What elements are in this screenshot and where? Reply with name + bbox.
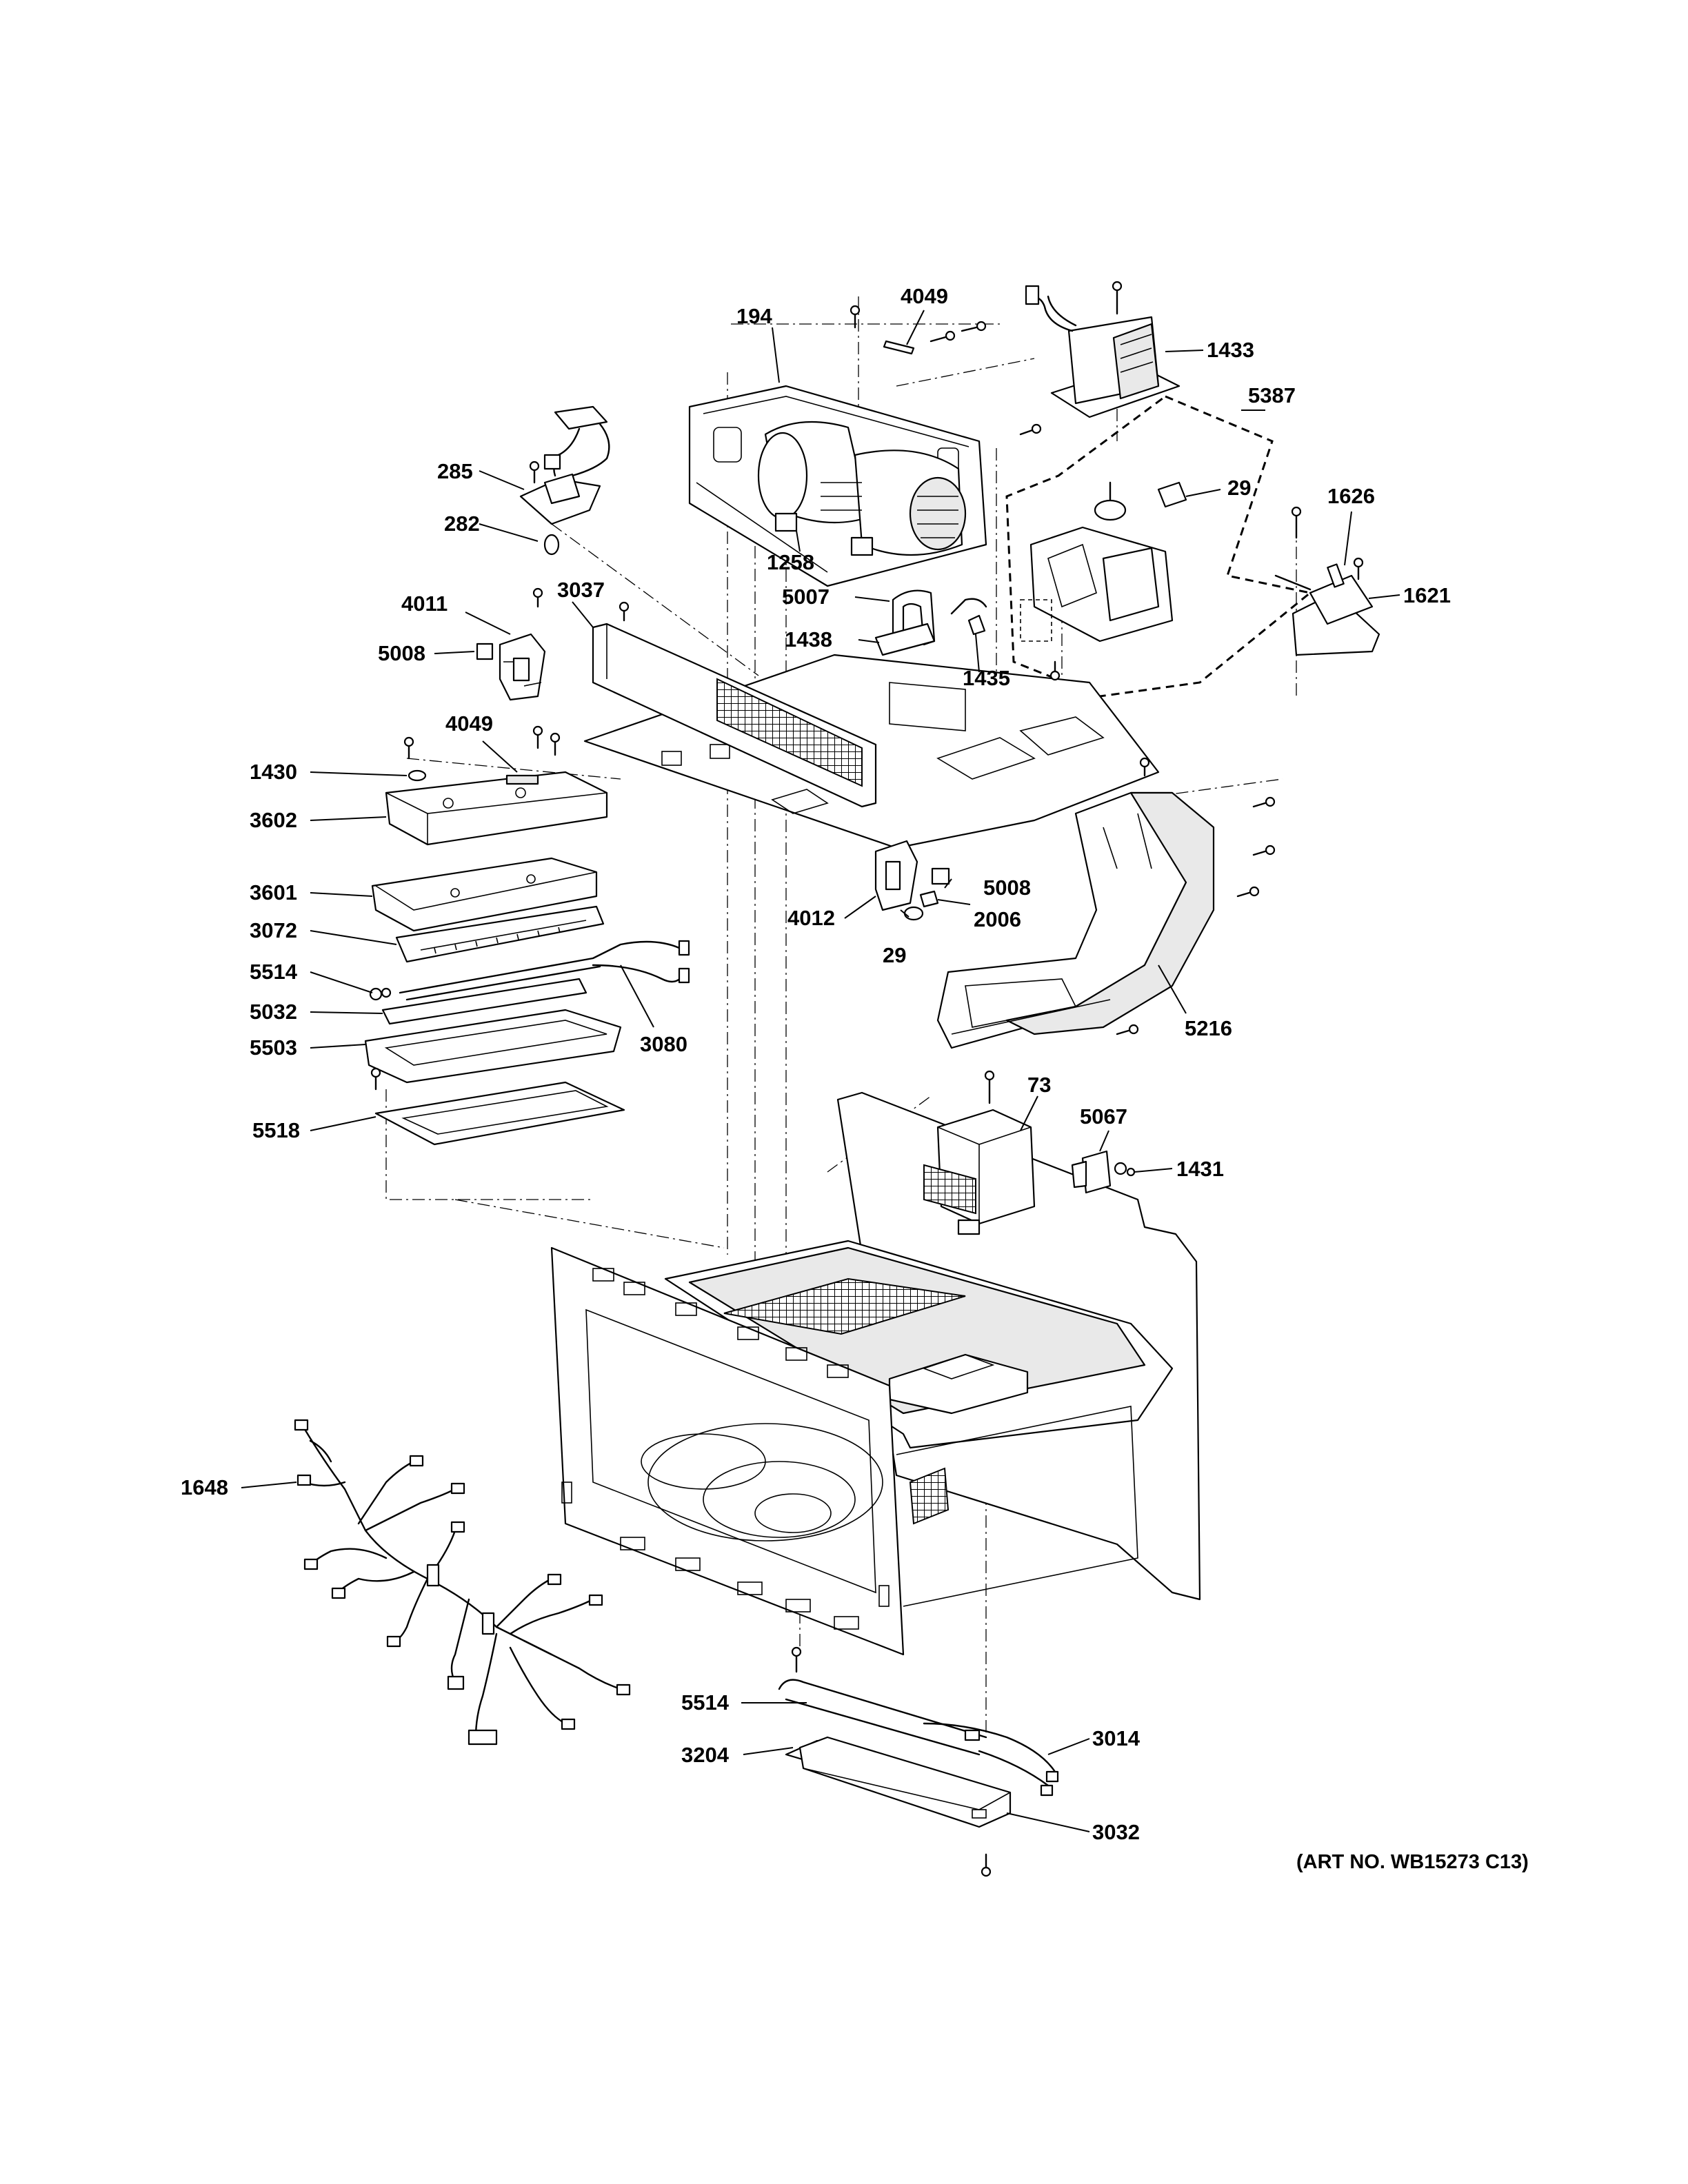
cover-3602 bbox=[385, 771, 608, 846]
dashed-assembly-box-5387 bbox=[1005, 395, 1313, 698]
label-29-mid: 29 bbox=[883, 943, 906, 967]
label-3601: 3601 bbox=[250, 880, 297, 904]
alignment-lines bbox=[385, 296, 1297, 1737]
label-5067: 5067 bbox=[1080, 1104, 1127, 1129]
label-3072: 3072 bbox=[250, 918, 297, 942]
label-5503: 5503 bbox=[250, 1035, 297, 1060]
vent-duct-5216 bbox=[936, 791, 1215, 1049]
light-socket-285 bbox=[519, 405, 610, 525]
shield-5518 bbox=[374, 1081, 625, 1146]
oven-cavity bbox=[550, 1091, 1201, 1656]
heater-element-3080 bbox=[399, 940, 690, 1001]
interlock-switch-4012 bbox=[874, 840, 918, 911]
switch-5008-right bbox=[931, 867, 950, 885]
bulb-282 bbox=[543, 534, 560, 556]
label-5008-left: 5008 bbox=[378, 641, 425, 665]
label-73: 73 bbox=[1027, 1073, 1051, 1097]
label-5007: 5007 bbox=[782, 585, 830, 609]
label-5008-right: 5008 bbox=[983, 876, 1031, 900]
label-1626: 1626 bbox=[1327, 484, 1375, 508]
label-1430: 1430 bbox=[250, 760, 297, 784]
part-2006 bbox=[919, 890, 939, 908]
label-5032: 5032 bbox=[250, 1000, 297, 1024]
magnetron-73 bbox=[923, 1070, 1036, 1235]
screw-4049-top bbox=[850, 305, 1042, 436]
transformer-1433 bbox=[1025, 281, 1180, 418]
heater-assembly-bottom bbox=[778, 1646, 1059, 1797]
label-5387: 5387 bbox=[1248, 383, 1296, 407]
part-labels: 194 4049 1433 5387 29 1626 1621 285 282 … bbox=[181, 284, 1529, 1873]
part-1435 bbox=[950, 598, 987, 636]
label-5518: 5518 bbox=[252, 1118, 300, 1142]
label-285: 285 bbox=[437, 459, 473, 483]
label-1433: 1433 bbox=[1207, 338, 1254, 362]
label-194: 194 bbox=[736, 304, 772, 328]
label-4012: 4012 bbox=[787, 906, 835, 930]
sensor-1431 bbox=[1114, 1162, 1136, 1177]
fuse-holder-1621 bbox=[1274, 506, 1380, 656]
damper-assembly bbox=[1020, 526, 1174, 643]
label-4049-mid: 4049 bbox=[445, 711, 493, 736]
thermostat-29-top bbox=[1094, 481, 1187, 521]
blower-motor-1258 bbox=[757, 421, 967, 556]
leader-lines bbox=[241, 310, 1400, 1832]
interlock-switch-4011 bbox=[499, 587, 546, 701]
art-number: (ART NO. WB15273 C13) bbox=[1296, 1851, 1529, 1873]
label-3602: 3602 bbox=[250, 808, 297, 832]
label-3032: 3032 bbox=[1092, 1820, 1140, 1844]
label-1621: 1621 bbox=[1403, 583, 1451, 607]
label-1431: 1431 bbox=[1176, 1157, 1224, 1181]
tray-3032 bbox=[798, 1736, 1012, 1877]
label-4049-top: 4049 bbox=[901, 284, 948, 308]
element-5032 bbox=[381, 978, 587, 1025]
switch-5008-left bbox=[476, 643, 494, 660]
label-5216: 5216 bbox=[1185, 1016, 1232, 1040]
thermostat-29-mid bbox=[903, 906, 924, 921]
label-5514-bottom: 5514 bbox=[681, 1690, 730, 1715]
label-29-top: 29 bbox=[1227, 476, 1251, 500]
label-3080: 3080 bbox=[640, 1032, 687, 1056]
wire-harness-1648 bbox=[294, 1419, 631, 1746]
label-1258: 1258 bbox=[767, 550, 814, 574]
screws-misc bbox=[619, 601, 1276, 1035]
bracket-5067 bbox=[1071, 1150, 1112, 1194]
bracket-5514-left bbox=[369, 987, 392, 1001]
cover-3601 bbox=[371, 857, 598, 932]
tray-5503 bbox=[364, 1009, 622, 1091]
vent-grille-3037 bbox=[592, 623, 877, 808]
reflector-3072 bbox=[395, 905, 605, 963]
label-2006: 2006 bbox=[974, 907, 1021, 931]
label-5514-left: 5514 bbox=[250, 960, 298, 984]
label-3037: 3037 bbox=[557, 578, 605, 602]
label-1435: 1435 bbox=[963, 666, 1010, 690]
label-1438: 1438 bbox=[785, 627, 832, 651]
label-3204: 3204 bbox=[681, 1743, 730, 1767]
label-3014: 3014 bbox=[1092, 1726, 1141, 1750]
thermostat-1430 bbox=[403, 725, 561, 782]
label-282: 282 bbox=[444, 512, 480, 536]
bracket-5007 bbox=[874, 589, 936, 656]
label-1648: 1648 bbox=[181, 1475, 228, 1499]
label-4011: 4011 bbox=[401, 592, 448, 616]
